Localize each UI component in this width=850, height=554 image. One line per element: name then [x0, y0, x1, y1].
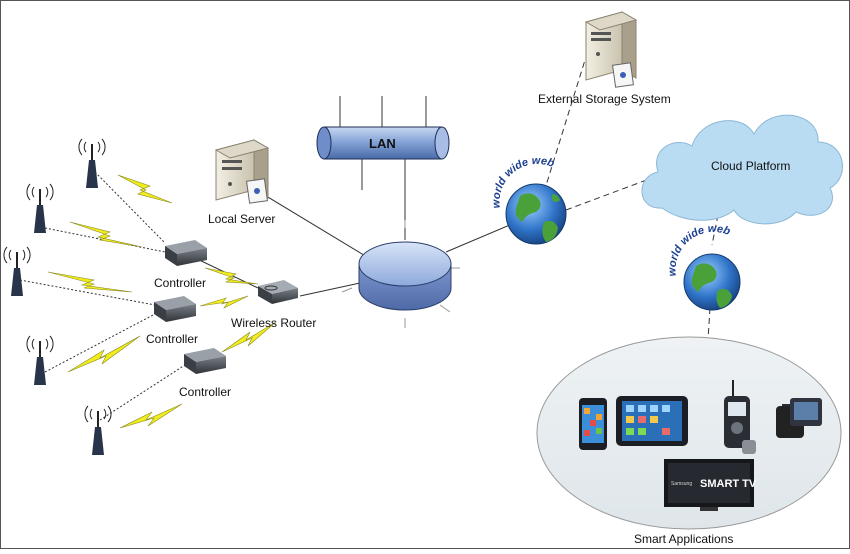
- router-hub-link: [299, 282, 361, 297]
- lightning-icon: [69, 221, 143, 248]
- lightning-icon: [199, 295, 249, 309]
- sensor-link: [19, 279, 156, 306]
- lan-label: LAN: [369, 136, 396, 151]
- cloud-icon: [641, 114, 843, 225]
- antenna-icon: [3, 246, 31, 296]
- external-storage-label: External Storage System: [538, 92, 671, 106]
- cloud-www-link: [711, 214, 719, 246]
- controller-label: Controller: [179, 385, 231, 399]
- antenna-icon: [26, 335, 54, 385]
- sensors: [3, 138, 112, 455]
- lan-bus-icon: [316, 126, 450, 160]
- controller-label: Controller: [146, 332, 198, 346]
- lightning-icon: [204, 267, 259, 285]
- network-hub-icon: [341, 220, 460, 328]
- lightning-icon: [67, 335, 141, 373]
- controller-device: [154, 296, 196, 322]
- antenna-icon: [26, 183, 54, 233]
- smartphone-icon: [579, 398, 607, 450]
- antenna-icon: [84, 405, 112, 455]
- lightning-icon: [47, 271, 133, 293]
- globe-icon: [505, 183, 567, 245]
- cellphone-icon: [724, 380, 756, 454]
- smart-applications-label: Smart Applications: [634, 532, 733, 546]
- lightning-icon: [119, 403, 183, 429]
- wireless-router-label: Wireless Router: [231, 316, 316, 330]
- www-apps-link: [707, 307, 711, 341]
- storage-server-icon: [584, 11, 638, 88]
- sensor-link: [44, 313, 156, 373]
- lightning-icon: [221, 321, 277, 353]
- antenna-icon: [78, 138, 106, 188]
- controller-device: [165, 240, 207, 266]
- cloud-platform-label: Cloud Platform: [711, 159, 790, 173]
- hub-www-link: [445, 223, 513, 253]
- www-storage-link: [543, 59, 586, 193]
- server-icon: [214, 139, 270, 204]
- sensor-link: [99, 364, 186, 421]
- lightning-icon: [117, 174, 173, 204]
- wireless-router-icon: [258, 280, 298, 304]
- smart-applications-area: [536, 336, 842, 530]
- globe-icon: [683, 253, 741, 311]
- tv-brand-label: SMART TV: [700, 478, 757, 490]
- tablet-icon: [616, 396, 688, 446]
- wireless-signals: [47, 174, 277, 429]
- tv-maker-label: Samsung: [671, 481, 692, 487]
- smart-tv-icon: [664, 459, 754, 511]
- sensor-link: [94, 171, 166, 244]
- smartwatch-icon: [776, 398, 822, 438]
- connection-lines: [19, 59, 719, 421]
- controller-device: [184, 348, 226, 374]
- controller-label: Controller: [154, 276, 206, 290]
- local-server-label: Local Server: [208, 212, 275, 226]
- server-hub-link: [247, 184, 373, 261]
